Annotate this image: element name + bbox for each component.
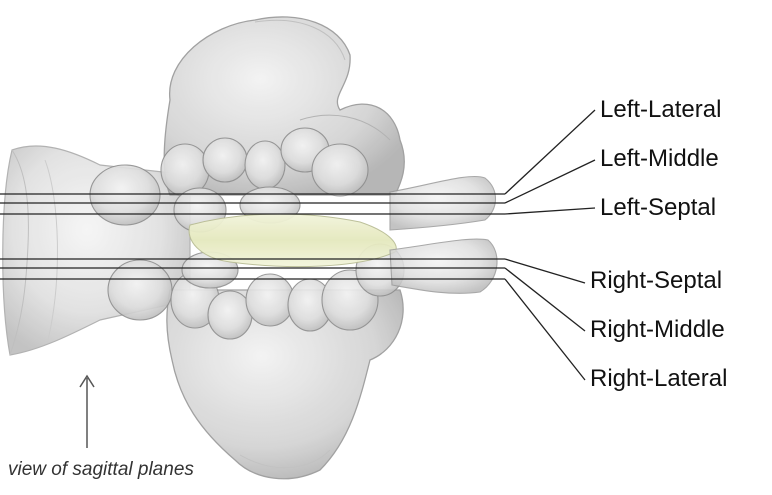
leader-left-middle xyxy=(504,159,596,204)
label-left-lateral: Left-Lateral xyxy=(600,96,722,123)
lower-turbinates xyxy=(107,243,405,340)
label-leaders xyxy=(504,109,596,381)
label-right-septal: Right-Septal xyxy=(590,267,723,294)
view-caption: view of sagittal planes xyxy=(8,459,194,480)
up-arrow-icon xyxy=(79,374,95,448)
label-left-septal: Left-Septal xyxy=(600,194,717,221)
label-right-middle: Right-Middle xyxy=(590,316,725,343)
leader-left-lateral xyxy=(504,109,596,195)
leader-right-lateral xyxy=(504,278,586,381)
leader-right-septal xyxy=(504,258,586,284)
leader-left-septal xyxy=(504,207,596,215)
upper-turbinates xyxy=(89,127,369,233)
sagittal-planes xyxy=(0,193,505,280)
leader-right-middle xyxy=(504,267,586,332)
label-left-middle: Left-Middle xyxy=(600,145,719,172)
label-right-lateral: Right-Lateral xyxy=(590,365,728,392)
